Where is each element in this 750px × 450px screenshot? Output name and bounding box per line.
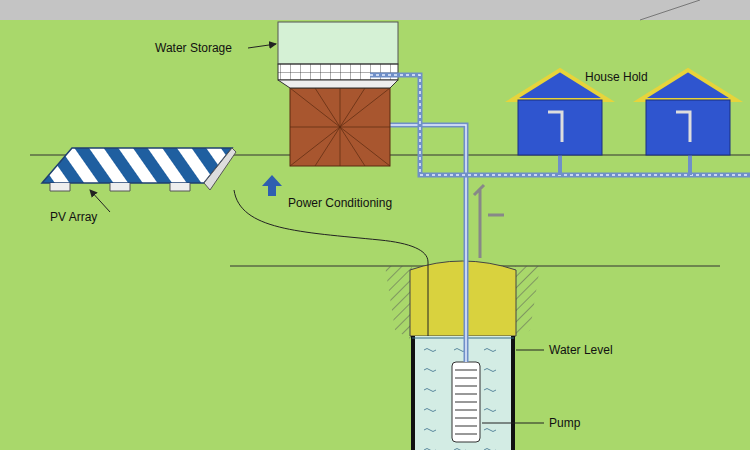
part-label: House Hold [585,70,648,84]
well-collar [410,261,516,336]
tank-stand [290,88,390,166]
power-conditioning-symbol [262,175,282,196]
part-label: Water Storage [155,41,232,55]
part-label: PV Array [50,210,97,224]
part-label: Pump [549,416,580,430]
sky-band [0,0,750,20]
part-label: Power Conditioning [288,196,392,210]
pv-array [42,148,232,183]
part-label: Water Level [549,343,613,357]
pump-body [452,362,480,442]
house [640,70,736,155]
water-tank [278,22,398,64]
